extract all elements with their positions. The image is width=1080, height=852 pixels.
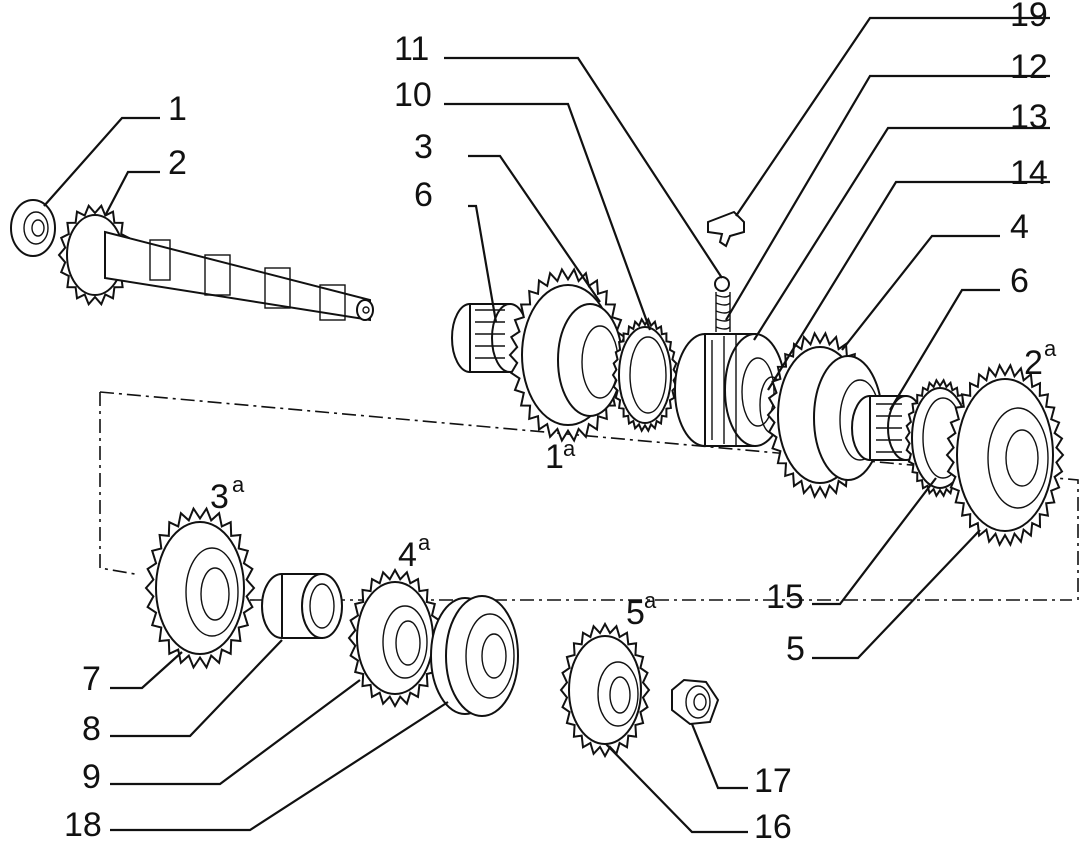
gear-label-3a: 3 bbox=[210, 478, 229, 516]
part-labels: 1 2 3 6 10 11 19 12 13 14 4 6 15 5 7 8 9… bbox=[64, 0, 1048, 846]
bushing-part-8 bbox=[261, 573, 343, 639]
label-5: 5 bbox=[786, 630, 805, 668]
label-9: 9 bbox=[82, 758, 101, 796]
label-7: 7 bbox=[82, 660, 101, 698]
gear-label-5a: 5 bbox=[626, 594, 645, 632]
label-15: 15 bbox=[766, 578, 804, 616]
gear-label-1a: 1 bbox=[545, 438, 564, 476]
synchro-ring-part-10 bbox=[611, 317, 679, 433]
gear-label-1a-sup: a bbox=[563, 436, 576, 461]
label-1: 1 bbox=[168, 90, 187, 128]
gear-part-5 bbox=[945, 363, 1065, 547]
gear-label-2a-sup: a bbox=[1044, 336, 1057, 361]
label-10: 10 bbox=[394, 76, 432, 114]
gear-label-2a: 2 bbox=[1024, 344, 1043, 382]
label-4: 4 bbox=[1010, 208, 1029, 246]
gear-ordinal-labels: 1 a 2 a 3 a 4 a 5 a bbox=[210, 336, 1057, 632]
gear-label-5a-sup: a bbox=[644, 588, 657, 613]
gear-5th-part-16 bbox=[559, 621, 651, 759]
bearing-part-1 bbox=[10, 199, 56, 257]
label-3: 3 bbox=[414, 128, 433, 166]
gear-3rd-part-7 bbox=[144, 506, 256, 670]
label-11: 11 bbox=[394, 30, 429, 68]
label-13: 13 bbox=[1010, 98, 1048, 136]
label-6-left: 6 bbox=[414, 176, 433, 214]
label-19: 19 bbox=[1010, 0, 1048, 34]
gear-label-4a: 4 bbox=[398, 536, 417, 574]
gear-label-4a-sup: a bbox=[418, 530, 431, 555]
detent-ball-spring-part-11 bbox=[714, 276, 731, 332]
nut-part-17 bbox=[671, 678, 720, 726]
needle-bearing-part-6-left bbox=[451, 303, 529, 373]
gear-1st-part-3 bbox=[508, 267, 628, 443]
label-8: 8 bbox=[82, 710, 101, 748]
label-17: 17 bbox=[754, 762, 792, 800]
gear-label-3a-sup: a bbox=[232, 472, 245, 497]
label-2: 2 bbox=[168, 144, 187, 182]
label-14: 14 bbox=[1010, 154, 1048, 192]
leader-lines bbox=[43, 16, 1050, 834]
key-part-19 bbox=[707, 210, 745, 248]
synchro-assembly-part-18 bbox=[430, 595, 519, 717]
label-6-right: 6 bbox=[1010, 262, 1029, 300]
label-18: 18 bbox=[64, 806, 102, 844]
mainshaft-part-2 bbox=[57, 203, 374, 322]
label-16: 16 bbox=[754, 808, 792, 846]
gear-4th-part-9 bbox=[347, 567, 443, 709]
label-12: 12 bbox=[1010, 48, 1048, 86]
